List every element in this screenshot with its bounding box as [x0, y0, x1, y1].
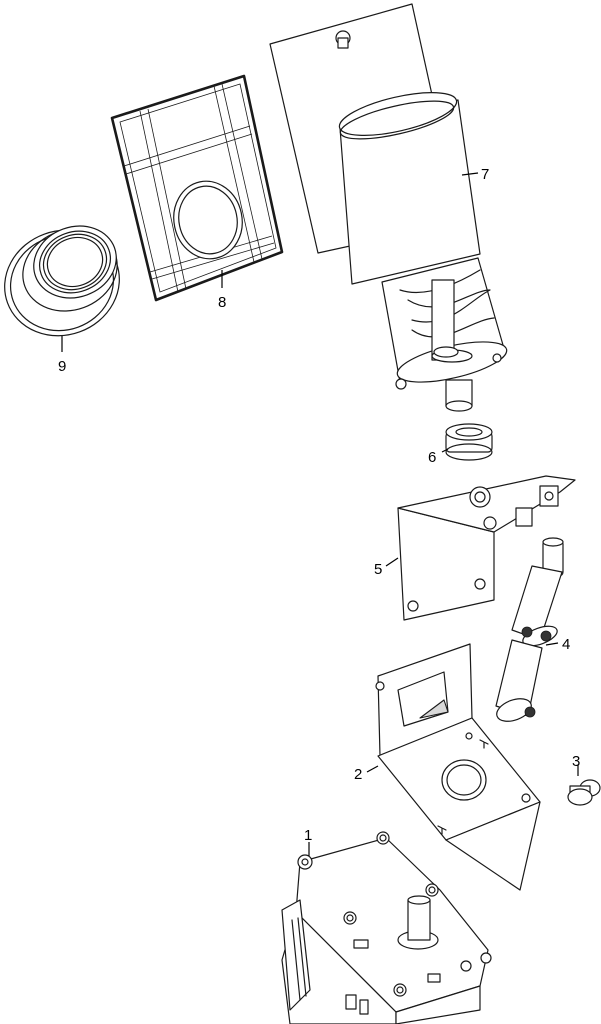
callout-8: 8 [218, 294, 226, 311]
callouts: 9 8 7 6 5 4 3 2 1 [58, 166, 580, 844]
callout-5: 5 [374, 561, 382, 578]
part-8-frame [110, 74, 284, 302]
part-1-gear-motor [281, 831, 492, 1024]
callout-2: 2 [354, 766, 362, 783]
part-4-shaft [495, 537, 564, 722]
callout-7: 7 [481, 166, 489, 183]
callout-9: 9 [58, 358, 66, 375]
callout-3: 3 [572, 753, 580, 770]
part-9-collar [4, 225, 120, 337]
part-3-cap [567, 779, 601, 806]
callout-1: 1 [304, 827, 312, 844]
callout-4: 4 [562, 636, 570, 653]
part-2-mount-bracket [375, 643, 541, 891]
callout-6: 6 [428, 449, 436, 466]
part-7-hopper [338, 92, 508, 412]
part-6-bushing [445, 423, 493, 461]
leader-lines [61, 172, 579, 856]
part-5-bracket [397, 475, 576, 621]
